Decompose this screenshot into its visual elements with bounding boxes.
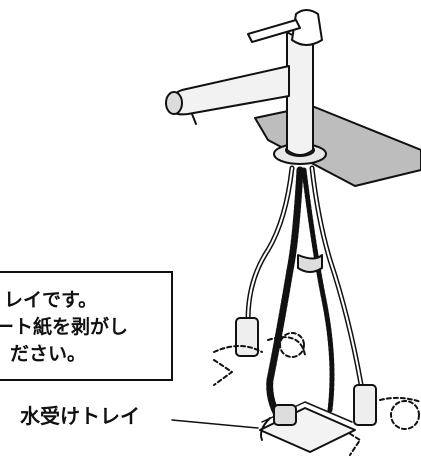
- lever-handle: [291, 9, 323, 46]
- pullout-hose: [266, 166, 304, 424]
- instruction-callout: レイです。 ート紙を剥がし ださい。: [0, 271, 173, 381]
- callout-line-3: ださい。: [10, 343, 87, 365]
- label-leader: [171, 419, 259, 429]
- left-valve: [213, 317, 306, 386]
- faucet-body: [286, 29, 314, 156]
- spout: [166, 65, 290, 116]
- countertop: [254, 105, 421, 187]
- right-valve: [343, 384, 421, 456]
- water-tray-label: 水受けトレイ: [20, 404, 140, 428]
- callout-line-1: レイです。: [4, 289, 98, 311]
- callout-line-2: ート紙を剥がし: [0, 316, 129, 338]
